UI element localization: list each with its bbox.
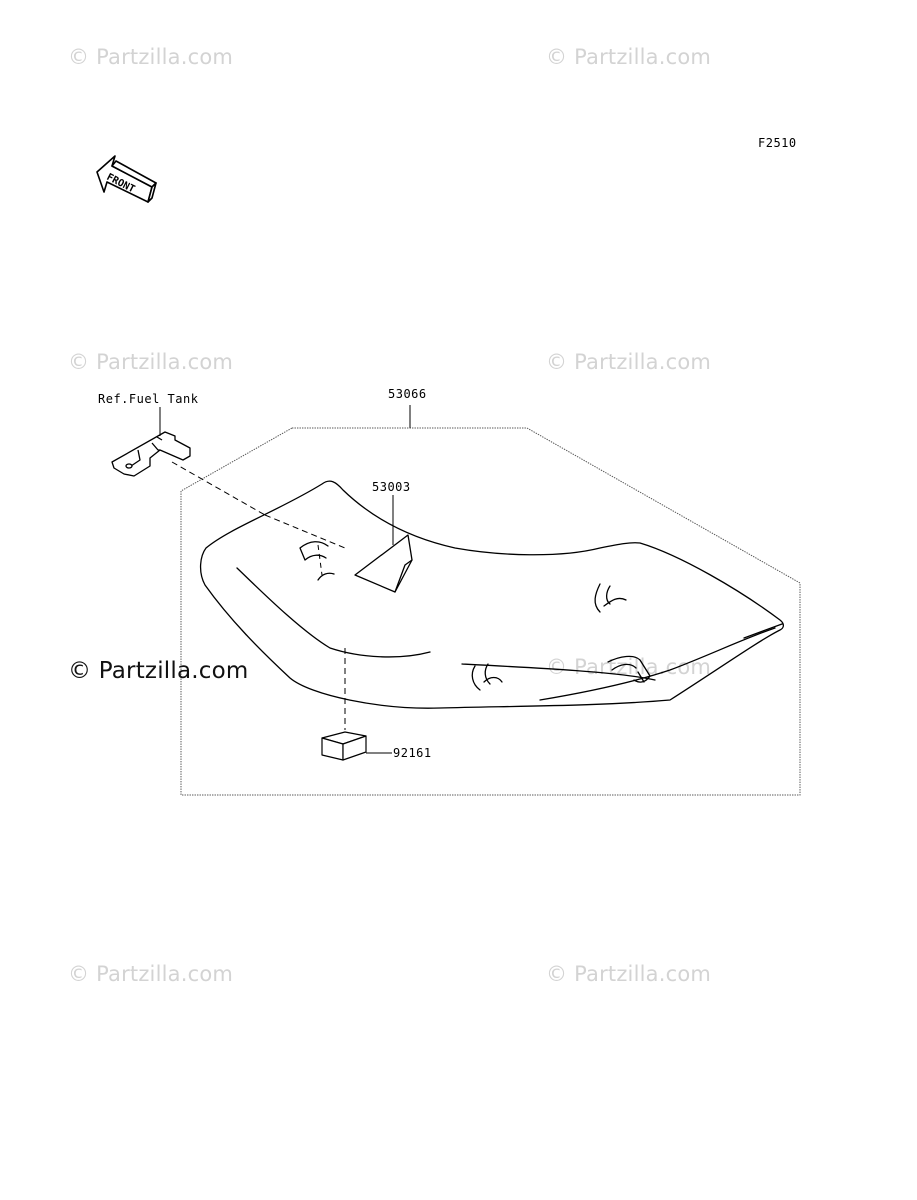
- front-arrow-icon: FRONT: [96, 155, 157, 203]
- watermark-1: © Partzilla.com: [68, 45, 234, 69]
- assembly-frame: [180, 427, 801, 796]
- seat-hook-dash: [317, 544, 323, 576]
- watermark-4: © Partzilla.com: [546, 350, 712, 374]
- seat-front-dash: [264, 514, 346, 549]
- watermark-2: © Partzilla.com: [546, 45, 712, 69]
- watermark-3: © Partzilla.com: [68, 350, 234, 374]
- watermark-prominent: © Partzilla.com: [68, 658, 249, 684]
- part-label-ref-fuel-tank: Ref.Fuel Tank: [98, 392, 199, 406]
- part-label-53003: 53003: [372, 480, 411, 494]
- damper-block: [321, 731, 367, 761]
- bracket-dash-line: [171, 461, 266, 516]
- figure-code: F2510: [758, 136, 797, 150]
- seat: [199, 480, 785, 709]
- watermark-7: © Partzilla.com: [546, 962, 712, 986]
- watermark-6: © Partzilla.com: [68, 962, 234, 986]
- fuel-tank-bracket: [111, 431, 191, 477]
- part-label-92161: 92161: [393, 746, 432, 760]
- part-label-53066: 53066: [388, 387, 427, 401]
